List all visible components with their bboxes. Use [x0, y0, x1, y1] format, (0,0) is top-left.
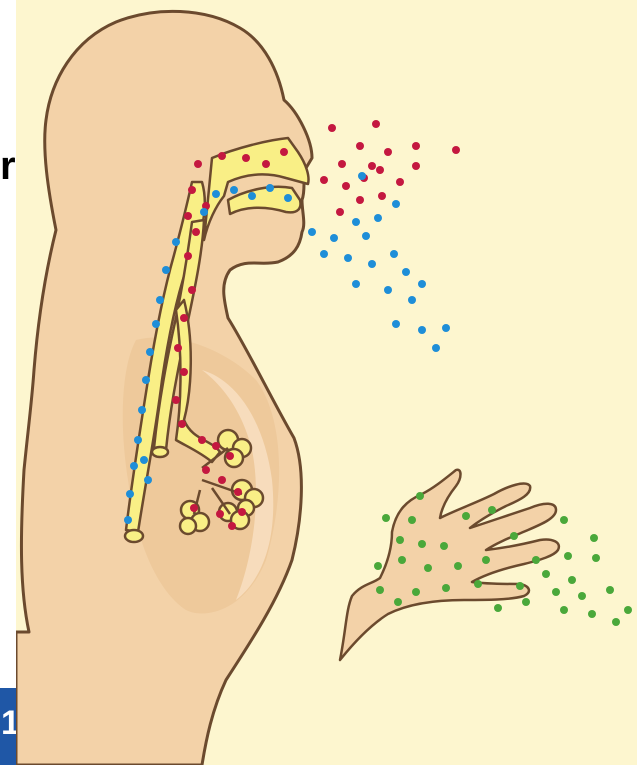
corner-badge-text: 1( [1, 706, 16, 740]
respiratory-illustration [16, 0, 637, 765]
corner-badge: 1( [0, 688, 16, 765]
edge-text-fragment: r [0, 146, 16, 186]
